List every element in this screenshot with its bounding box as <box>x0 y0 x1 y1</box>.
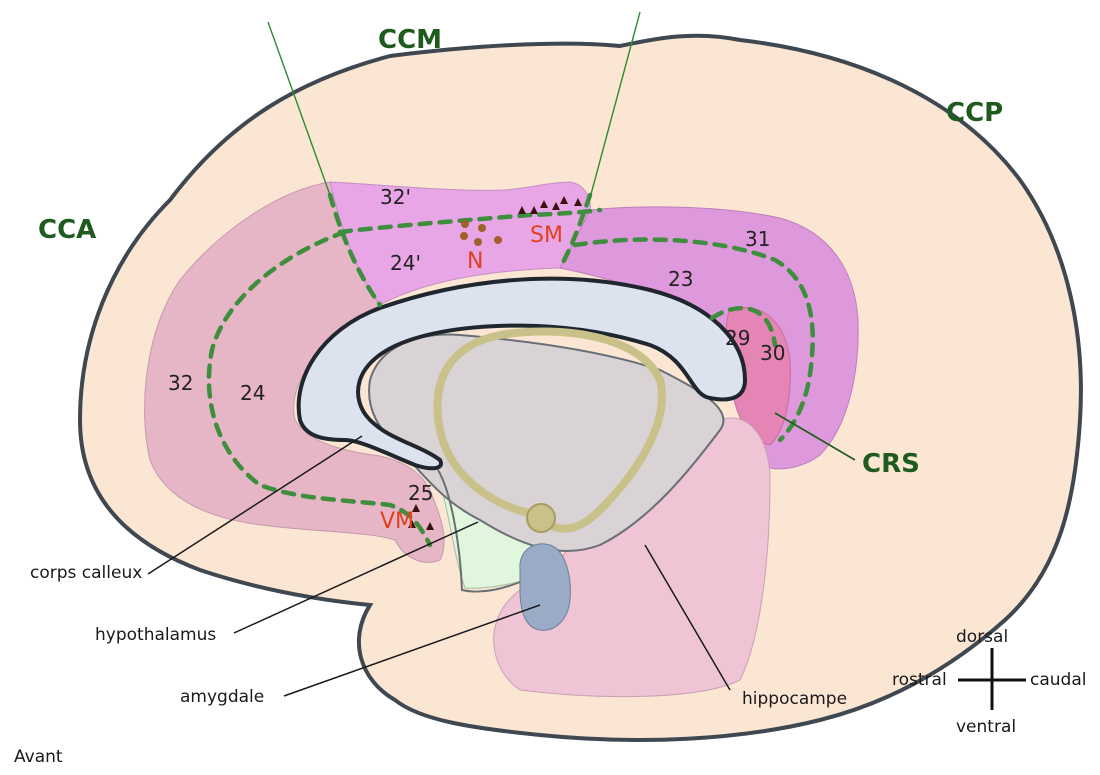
area-23-label: 23 <box>668 267 693 291</box>
area-32-label: 32 <box>168 371 193 395</box>
border-32p-24p <box>337 207 603 235</box>
rostral-label: rostral <box>892 670 947 690</box>
hypothalamus-line <box>233 521 479 634</box>
ccm-left-line <box>267 21 331 196</box>
cca-label: CCA <box>38 215 96 245</box>
sm-triangle <box>552 202 560 210</box>
dashed-borders <box>206 192 815 548</box>
corps-calleux-label: corps calleux <box>30 563 142 583</box>
sm-triangle <box>518 206 526 214</box>
avant-label: Avant <box>14 747 63 767</box>
hippocampe-label: hippocampe <box>742 689 847 709</box>
crs-line <box>774 412 856 461</box>
n-dot <box>460 232 468 240</box>
border-29-30 <box>709 305 778 348</box>
area-30-label: 30 <box>760 341 785 365</box>
ventral-label: ventral <box>956 717 1016 737</box>
sm-triangle <box>560 196 568 204</box>
n-dot <box>461 220 469 228</box>
ccm-right-line <box>589 11 641 199</box>
border-31-23 <box>572 237 815 443</box>
amygdale-label: amygdale <box>180 687 264 707</box>
area-24-prime-label: 24' <box>390 251 421 275</box>
amygdale-line <box>283 604 541 697</box>
hippocampe-line <box>644 544 731 691</box>
n-label: N <box>467 249 483 274</box>
hypothalamus-label: hypothalamus <box>95 625 216 645</box>
area-25-label: 25 <box>408 481 433 505</box>
n-dots <box>460 220 502 246</box>
sm-label: SM <box>530 223 563 248</box>
crs-label: CRS <box>862 449 920 479</box>
vm-triangle <box>426 522 434 530</box>
vm-label: VM <box>380 509 414 534</box>
area-29-label: 29 <box>725 326 750 350</box>
corpus-callosum <box>296 276 748 471</box>
dorsal-label: dorsal <box>956 627 1008 647</box>
corps-calleux-line <box>147 435 363 575</box>
sm-triangles <box>518 196 582 214</box>
sm-triangle <box>530 206 538 214</box>
n-dot <box>494 236 502 244</box>
vm-triangle <box>412 504 420 512</box>
mammillary-body <box>526 503 556 533</box>
vm-triangle <box>408 520 416 528</box>
ccm-label: CCM <box>378 25 442 55</box>
brainstem-outline <box>437 469 521 593</box>
sm-triangle <box>540 200 548 208</box>
amygdala <box>519 543 571 631</box>
border-ccm-anterior <box>327 192 383 308</box>
caudal-label: caudal <box>1030 670 1086 690</box>
border-ccm-posterior <box>557 192 593 271</box>
n-dot <box>478 224 486 232</box>
n-dot <box>474 238 482 246</box>
orientation-compass: dorsal ventral rostral caudal <box>892 627 1086 737</box>
area-32-prime-label: 32' <box>380 185 411 209</box>
fornix <box>433 327 666 533</box>
area-24-label: 24 <box>240 381 265 405</box>
border-32-24 <box>206 229 433 548</box>
sm-triangle <box>574 198 582 206</box>
ccp-label: CCP <box>946 98 1003 128</box>
area-31-label: 31 <box>745 227 770 251</box>
vm-triangles <box>408 504 434 530</box>
